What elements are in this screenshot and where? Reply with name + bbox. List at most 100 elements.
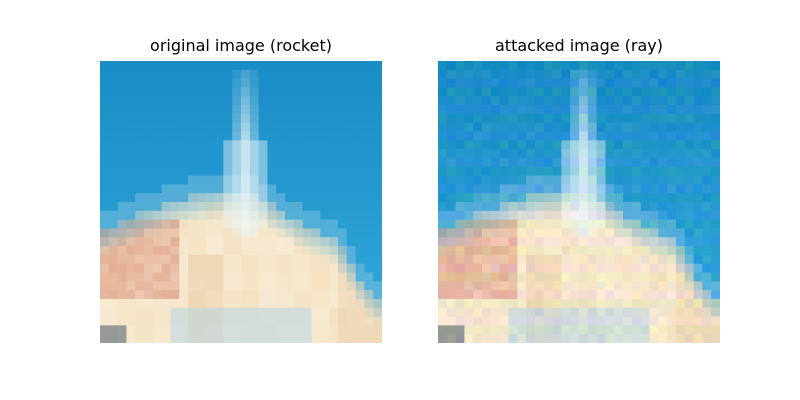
image-pixel bbox=[579, 184, 589, 194]
image-pixel bbox=[455, 69, 465, 80]
image-pixel bbox=[455, 96, 465, 106]
image-pixel bbox=[684, 157, 694, 168]
image-pixel bbox=[667, 78, 677, 88]
image-pixel bbox=[311, 316, 321, 326]
image-pixel bbox=[355, 61, 365, 71]
image-pixel bbox=[100, 122, 110, 132]
image-pixel bbox=[596, 131, 606, 141]
image-pixel bbox=[223, 307, 233, 317]
image-pixel bbox=[605, 290, 615, 300]
image-pixel bbox=[464, 228, 474, 238]
image-pixel bbox=[364, 237, 374, 247]
image-pixel bbox=[329, 307, 339, 317]
image-pixel bbox=[267, 113, 277, 124]
image-pixel bbox=[364, 219, 374, 229]
image-pixel bbox=[543, 228, 553, 238]
image-pixel bbox=[517, 122, 527, 132]
image-pixel bbox=[552, 184, 562, 194]
image-pixel bbox=[205, 113, 215, 124]
image-pixel bbox=[249, 202, 260, 212]
image-pixel bbox=[446, 122, 457, 132]
image-pixel bbox=[711, 78, 720, 88]
image-pixel bbox=[267, 210, 277, 221]
image-pixel bbox=[337, 175, 348, 185]
image-pixel bbox=[144, 219, 154, 229]
image-pixel bbox=[126, 193, 136, 203]
image-pixel bbox=[446, 105, 457, 115]
image-pixel bbox=[170, 96, 180, 106]
image-pixel bbox=[438, 184, 448, 194]
image-pixel bbox=[631, 96, 642, 106]
image-pixel bbox=[320, 237, 330, 247]
image-pixel bbox=[552, 166, 562, 176]
image-pixel bbox=[693, 281, 703, 291]
image-pixel bbox=[702, 246, 712, 256]
image-pixel bbox=[126, 122, 136, 132]
image-pixel bbox=[464, 175, 474, 185]
image-pixel bbox=[552, 281, 562, 291]
image-pixel bbox=[623, 298, 633, 309]
image-pixel bbox=[117, 96, 127, 106]
image-pixel bbox=[526, 210, 536, 221]
image-pixel bbox=[117, 140, 127, 150]
image-pixel bbox=[587, 237, 598, 247]
image-pixel bbox=[117, 298, 127, 309]
image-pixel bbox=[570, 281, 580, 291]
image-pixel bbox=[702, 96, 712, 106]
image-pixel bbox=[640, 193, 650, 203]
image-pixel bbox=[241, 325, 251, 335]
image-pixel bbox=[214, 246, 224, 256]
image-pixel bbox=[675, 281, 686, 291]
image-pixel bbox=[534, 263, 545, 273]
image-pixel bbox=[596, 307, 606, 317]
image-pixel bbox=[446, 78, 457, 88]
image-pixel bbox=[320, 263, 330, 273]
image-pixel bbox=[596, 69, 606, 80]
image-pixel bbox=[196, 254, 207, 265]
image-pixel bbox=[464, 281, 474, 291]
image-pixel bbox=[702, 166, 712, 176]
image-pixel bbox=[311, 157, 321, 168]
image-pixel bbox=[517, 78, 527, 88]
image-pixel bbox=[499, 316, 509, 326]
image-pixel bbox=[320, 166, 330, 176]
image-pixel bbox=[170, 334, 180, 343]
image-pixel bbox=[196, 113, 207, 124]
image-pixel bbox=[117, 246, 127, 256]
image-pixel bbox=[596, 193, 606, 203]
image-pixel bbox=[623, 184, 633, 194]
image-pixel bbox=[232, 272, 242, 282]
image-pixel bbox=[329, 61, 339, 71]
image-pixel bbox=[473, 228, 483, 238]
image-pixel bbox=[596, 78, 606, 88]
image-pixel bbox=[205, 254, 215, 265]
image-pixel bbox=[170, 246, 180, 256]
image-pixel bbox=[631, 210, 642, 221]
image-pixel bbox=[675, 61, 686, 71]
image-pixel bbox=[534, 157, 545, 168]
image-pixel bbox=[232, 219, 242, 229]
image-pixel bbox=[267, 166, 277, 176]
image-pixel bbox=[587, 157, 598, 168]
image-pixel bbox=[579, 113, 589, 124]
image-pixel bbox=[108, 237, 119, 247]
image-pixel bbox=[249, 69, 260, 80]
image-pixel bbox=[170, 184, 180, 194]
image-pixel bbox=[364, 113, 374, 124]
image-pixel bbox=[329, 202, 339, 212]
image-pixel bbox=[241, 61, 251, 71]
image-pixel bbox=[311, 69, 321, 80]
image-pixel bbox=[526, 140, 536, 150]
image-pixel bbox=[373, 202, 382, 212]
image-pixel bbox=[499, 210, 509, 221]
image-pixel bbox=[455, 105, 465, 115]
image-pixel bbox=[302, 254, 312, 265]
image-pixel bbox=[534, 131, 545, 141]
image-pixel bbox=[232, 237, 242, 247]
image-pixel bbox=[152, 157, 163, 168]
image-pixel bbox=[337, 210, 348, 221]
image-pixel bbox=[490, 263, 501, 273]
image-pixel bbox=[126, 219, 136, 229]
image-pixel bbox=[135, 307, 145, 317]
original-image-canvas bbox=[100, 61, 382, 343]
